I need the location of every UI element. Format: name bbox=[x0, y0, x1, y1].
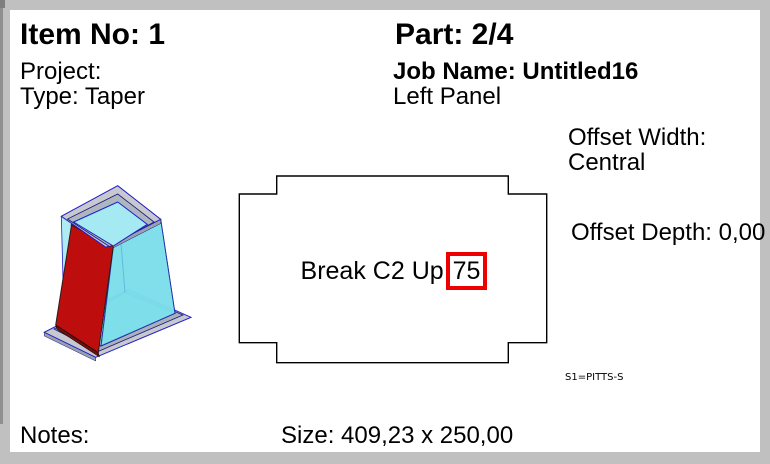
flat-pattern-outline bbox=[238, 175, 548, 364]
taper-3d-preview bbox=[43, 185, 193, 362]
break-annotation: Break C2 Up 75 bbox=[238, 248, 550, 294]
seam-annotation: S1=PITTS-S bbox=[565, 372, 624, 383]
top-opening bbox=[72, 201, 149, 247]
notes-label: Notes: bbox=[20, 422, 90, 449]
window-corner-shadow bbox=[0, 0, 5, 8]
selected-panel-bottom-fold bbox=[55, 324, 100, 358]
project-label: Project: bbox=[20, 58, 102, 85]
break-value-box[interactable]: 75 bbox=[445, 252, 488, 290]
offset-width-label: Offset Width: bbox=[568, 124, 707, 151]
part-number-label: Part: 2/4 bbox=[395, 18, 514, 51]
job-name-label: Job Name: Untitled16 bbox=[393, 58, 639, 85]
panel-name-label: Left Panel bbox=[393, 83, 502, 110]
size-label: Size: 409,23 x 250,00 bbox=[281, 422, 514, 449]
window-edge-shadow bbox=[0, 0, 3, 424]
break-label: Break C2 Up bbox=[300, 257, 444, 285]
type-label: Type: Taper bbox=[20, 83, 145, 110]
offset-depth-label: Offset Depth: 0,00 bbox=[571, 219, 766, 246]
print-preview-page: Item No: 1 Project: Type: Taper Part: 2/… bbox=[10, 10, 765, 452]
item-number-label: Item No: 1 bbox=[20, 18, 166, 51]
offset-width-value: Central bbox=[568, 149, 646, 176]
